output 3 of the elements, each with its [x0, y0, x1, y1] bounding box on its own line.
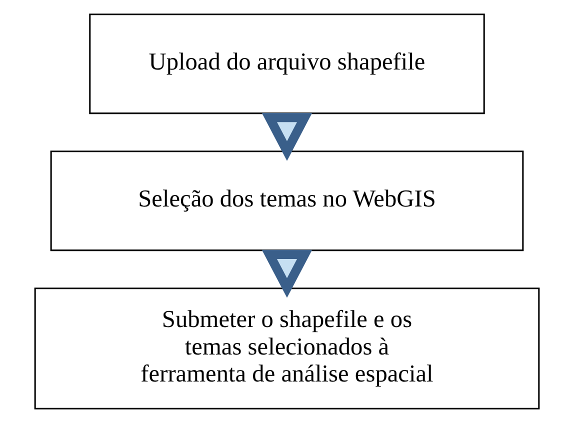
node-box: Seleção dos temas no WebGIS: [50, 150, 524, 252]
node-box: Submeter o shapefile e os temas selecionados à ferramenta de análise espacial: [34, 288, 540, 410]
node-box: Upload do arquivo shapefile: [89, 14, 485, 114]
